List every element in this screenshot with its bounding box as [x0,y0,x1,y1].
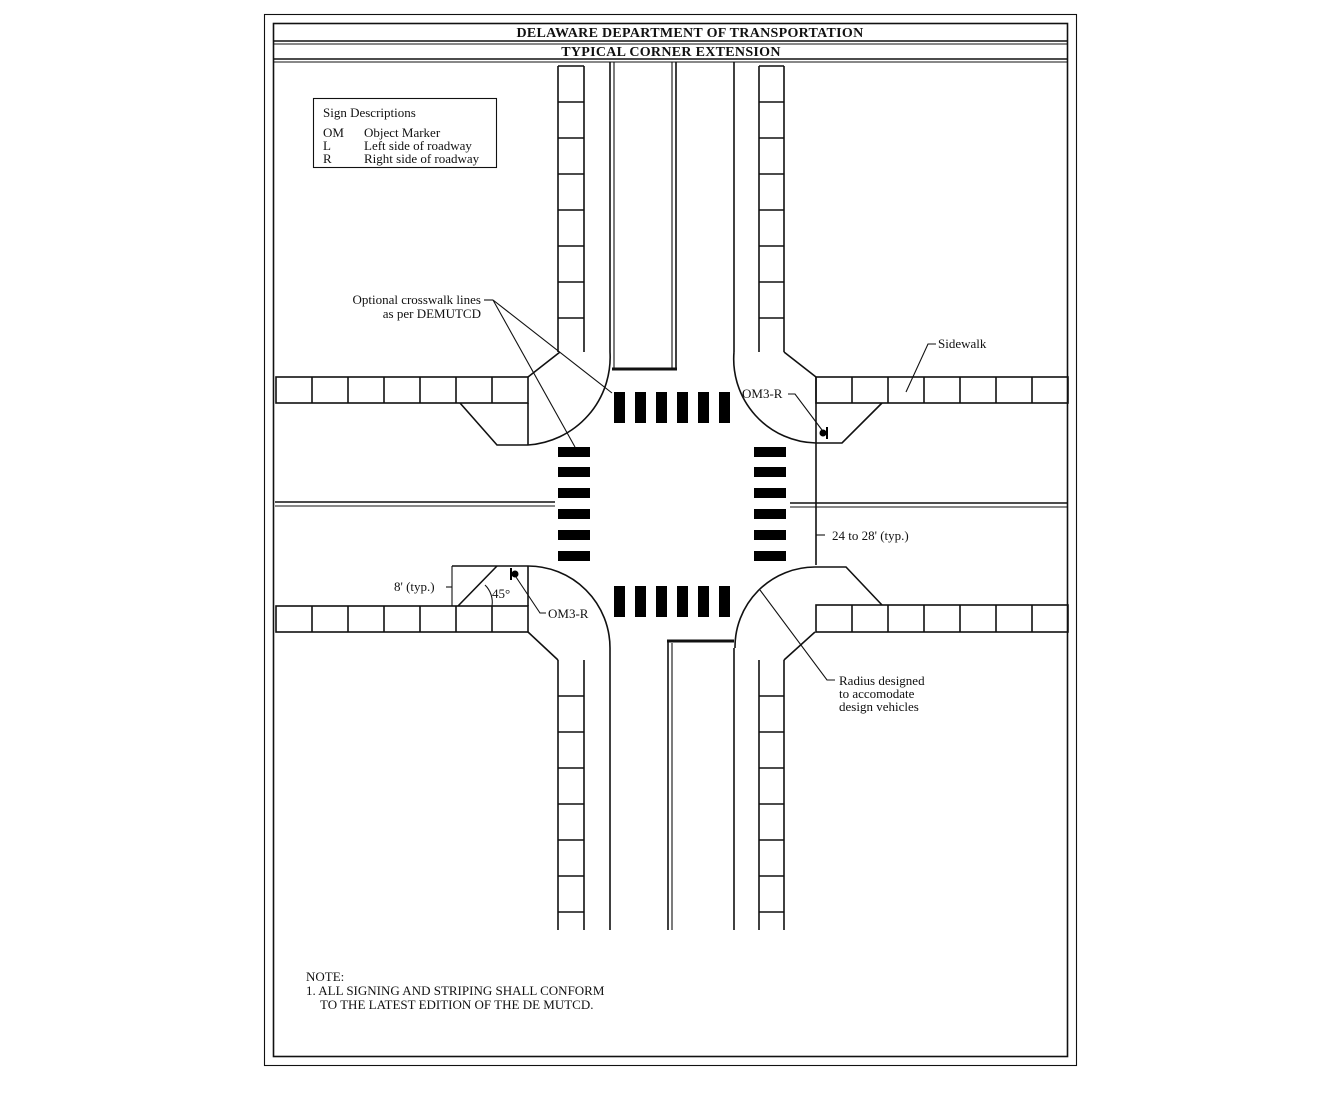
crosswalk-bar-west [558,530,590,540]
crosswalk-bar-west [558,488,590,498]
radius-label: to accomodate [839,686,915,701]
legend-code: OM [323,125,344,140]
crosswalk-bar-east [754,488,786,498]
crosswalk-bar-north [656,392,667,423]
note-heading: NOTE: [306,969,344,984]
inner-border [272,22,1069,1058]
crosswalk-bar-south [677,586,688,617]
intersection-layout [275,62,1068,930]
crosswalk-bar-south [614,586,625,617]
note-line: TO THE LATEST EDITION OF THE DE MUTCD. [320,997,593,1012]
legend-heading: Sign Descriptions [323,105,416,120]
drawing-title: TYPICAL CORNER EXTENSION [561,45,781,60]
radius-label: Radius designed [839,673,925,688]
crosswalk-bar-east [754,447,786,457]
sign-label: OM3-R [742,386,783,401]
crosswalk-bar-south [719,586,730,617]
crosswalk-markings [558,392,786,617]
angle-label: 45° [492,586,510,601]
sign-ne-callout: OM3-R [742,386,828,439]
sign-legend: Sign Descriptions OM Object Marker L Lef… [312,97,498,169]
object-marker-sign-icon [819,429,827,437]
note-line: 1. ALL SIGNING AND STRIPING SHALL CONFOR… [306,983,605,998]
crosswalk-bar-south [656,586,667,617]
sidewalk-strip [275,376,529,404]
crosswalk-bar-south [698,586,709,617]
crosswalk-bar-north [719,392,730,423]
sign-label: OM3-R [548,606,589,621]
crosswalk-bar-east [754,530,786,540]
radius-callout: Radius designed to accomodate design veh… [759,589,925,714]
legend-code: L [323,138,331,153]
sign-sw-callout: OM3-R [510,568,589,621]
object-marker-sign-icon [511,570,519,578]
crosswalk-label: Optional crosswalk lines [352,292,481,307]
legend-code: R [323,151,332,166]
crosswalk-bar-east [754,467,786,477]
width-dimension: 24 to 28' (typ.) [816,528,909,543]
general-note: NOTE: 1. ALL SIGNING AND STRIPING SHALL … [306,969,605,1012]
sidewalk-strip [815,604,1069,633]
sidewalk-tiles [275,65,1069,930]
offset-label: 8' (typ.) [394,579,435,594]
crosswalk-bar-north [698,392,709,423]
legend-desc: Object Marker [364,125,441,140]
sidewalk-strip [275,605,529,633]
legend-desc: Right side of roadway [364,151,480,166]
crosswalk-bar-east [754,551,786,561]
crosswalk-bar-west [558,509,590,519]
sidewalk-callout: Sidewalk [905,336,987,393]
agency-title: DELAWARE DEPARTMENT OF TRANSPORTATION [516,26,863,41]
crosswalk-bar-south [635,586,646,617]
crosswalk-bar-north [635,392,646,423]
outer-border [263,13,1078,1067]
crosswalk-callout: Optional crosswalk lines as per DEMUTCD [352,292,613,448]
crosswalk-bar-west [558,551,590,561]
sidewalk-strip [815,376,1069,404]
crosswalk-bar-west [558,447,590,457]
crosswalk-bar-east [754,509,786,519]
radius-label: design vehicles [839,699,919,714]
crosswalk-bar-west [558,467,590,477]
offset-dimension: 8' (typ.) 45° [394,566,510,607]
width-label: 24 to 28' (typ.) [832,528,909,543]
sidewalk-label: Sidewalk [938,336,987,351]
crosswalk-bar-north [614,392,625,423]
legend-desc: Left side of roadway [364,138,472,153]
crosswalk-bar-north [677,392,688,423]
crosswalk-label: as per DEMUTCD [383,306,481,321]
